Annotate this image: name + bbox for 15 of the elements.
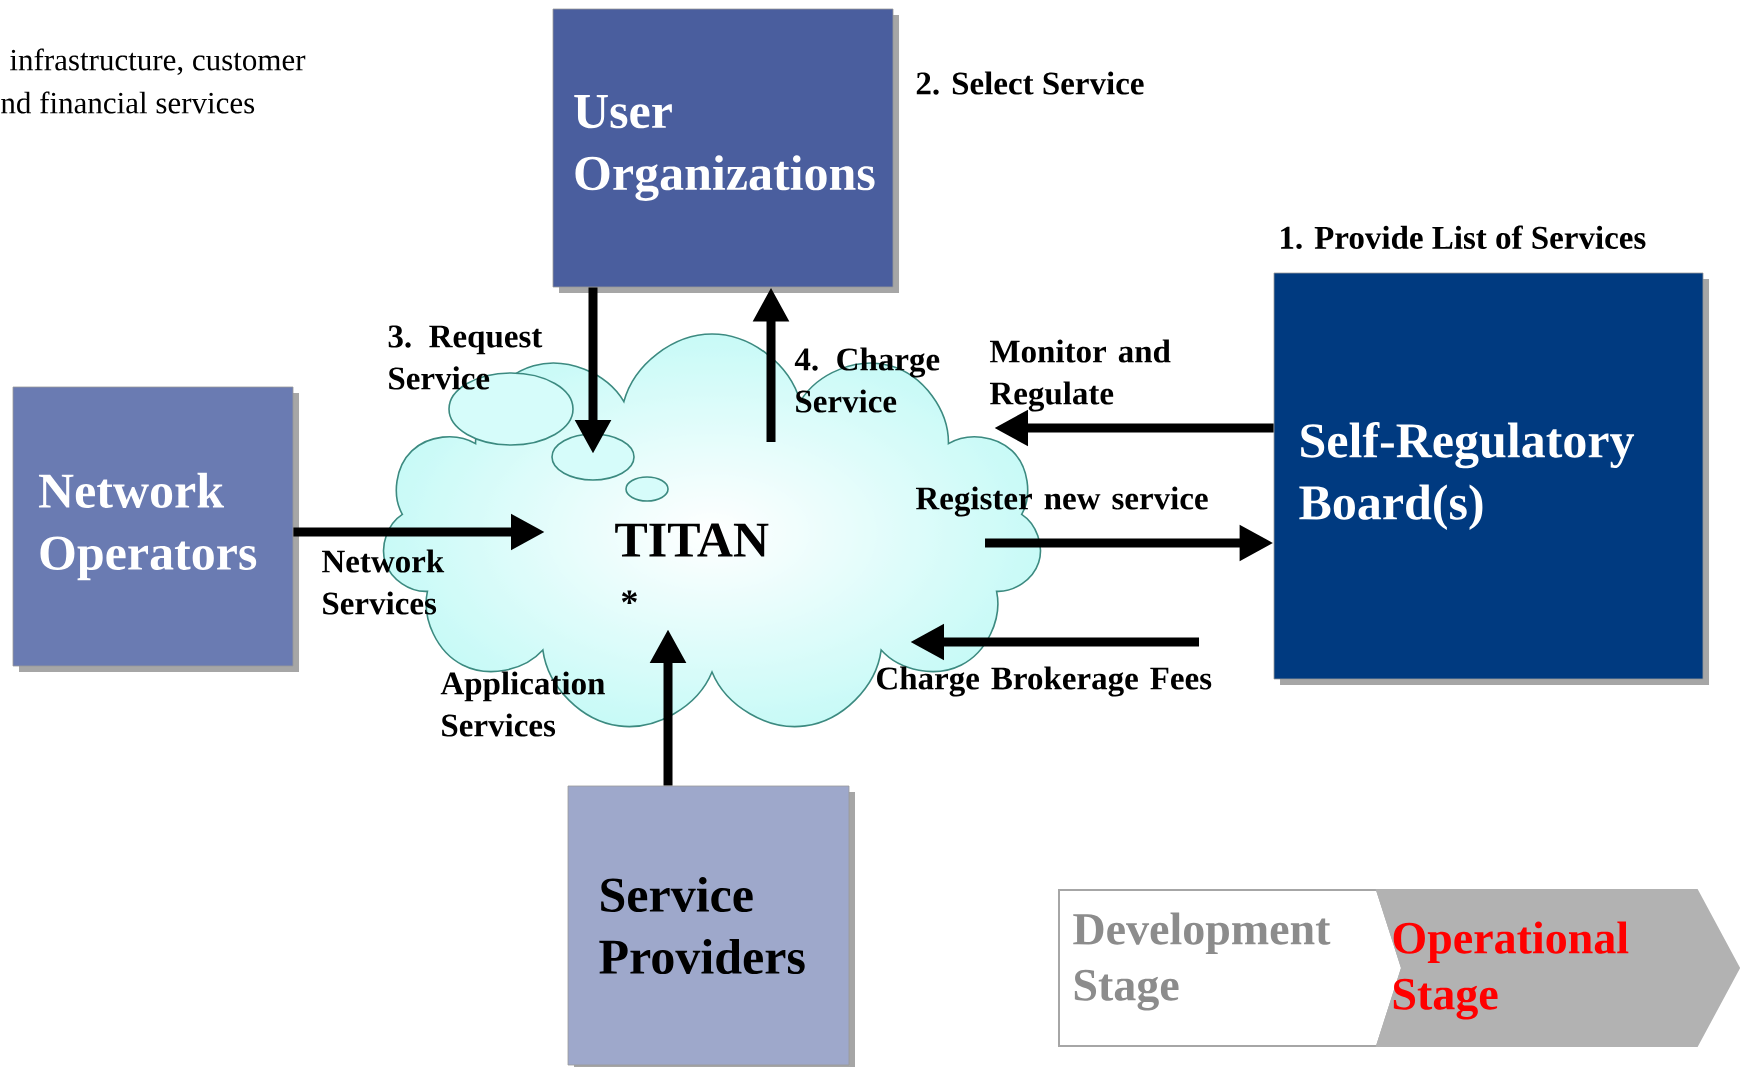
operator-box: Network Operators bbox=[12, 386, 299, 672]
edge-label: 3. Request Service bbox=[388, 325, 543, 390]
cloud-title: TITAN bbox=[615, 523, 769, 557]
step-label: 2. Select Service bbox=[916, 71, 1144, 95]
note-text: nd financial services bbox=[1, 91, 255, 114]
note-text: infrastructure, customer bbox=[10, 48, 306, 75]
user-box: User Organizations bbox=[552, 8, 899, 293]
edge-label: Register new service bbox=[916, 486, 1208, 517]
edge-label: Monitor and Regulate bbox=[990, 339, 1171, 412]
board-box: Self-Regulatory Board(s) bbox=[1273, 272, 1709, 685]
edge-label: Charge Brokerage Fees bbox=[877, 666, 1212, 697]
provider-box: Service Providers bbox=[567, 785, 855, 1067]
step-label: 1. Provide List of Services bbox=[1281, 225, 1646, 250]
operational-stage-chevron: Operational Stage bbox=[1375, 889, 1741, 1047]
asterisk: * bbox=[621, 590, 637, 604]
